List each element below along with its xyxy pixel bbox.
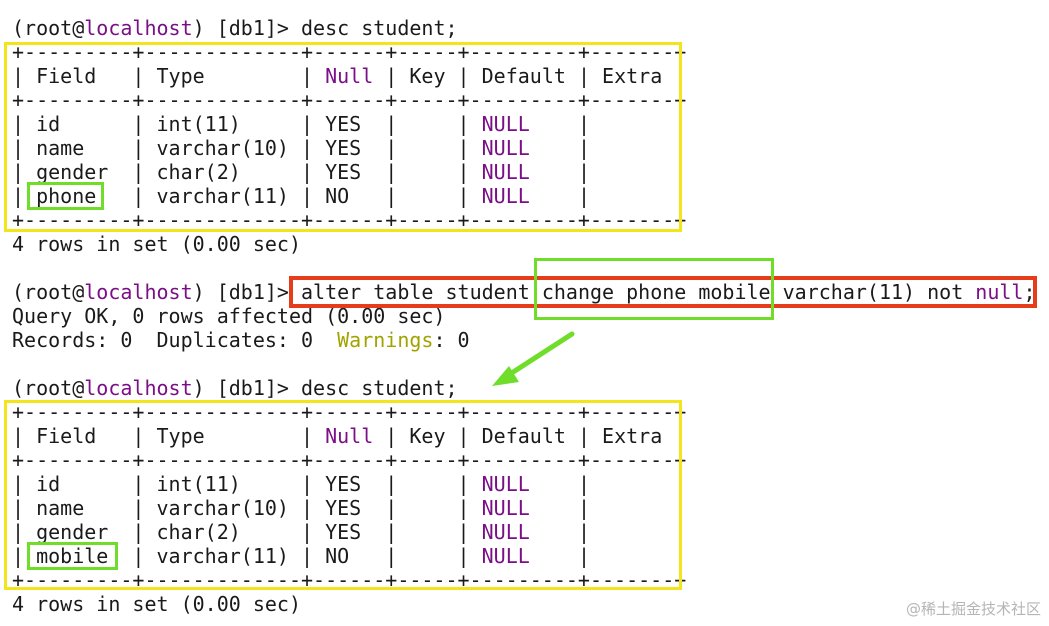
records-text: Records: 0 Duplicates: 0 xyxy=(12,328,338,352)
command-terminator: ; xyxy=(1023,280,1036,304)
table-row: | id | int(11) | YES | | NULL | | xyxy=(12,472,686,496)
header-null: Null xyxy=(325,424,374,448)
default-value: NULL xyxy=(481,544,530,568)
row-cells: | mobile | varchar(11) | NO | | xyxy=(12,544,482,568)
header-rest: | Key | Default | Extra | xyxy=(373,64,687,88)
default-value: NULL xyxy=(481,496,530,520)
default-value: NULL xyxy=(481,184,530,208)
prompt-line-1: (root@localhost) [db1]> desc student; xyxy=(12,16,458,40)
default-value: NULL xyxy=(481,520,530,544)
row-cells: | id | int(11) | YES | | xyxy=(12,112,482,136)
prompt-line-2: (root@localhost) [db1]> alter table stud… xyxy=(12,280,1036,304)
prompt-close: ) [db1]> xyxy=(192,16,301,40)
table-row: | gender | char(2) | YES | | NULL | | xyxy=(12,520,686,544)
warnings-label: Warnings xyxy=(337,328,434,352)
row-end: | | xyxy=(529,112,687,136)
table-border-bottom: +---------+-------------+------+-----+--… xyxy=(12,568,687,592)
table-row: | name | varchar(10) | YES | | NULL | | xyxy=(12,136,686,160)
prompt-line-3: (root@localhost) [db1]> desc student; xyxy=(12,376,458,400)
default-value: NULL xyxy=(481,472,530,496)
row-end: | | xyxy=(529,184,687,208)
row-end: | | xyxy=(529,136,687,160)
desc-command: desc student; xyxy=(301,376,458,400)
prompt-host: localhost xyxy=(84,16,193,40)
table-border-bottom: +---------+-------------+------+-----+--… xyxy=(12,208,687,232)
prompt-open: (root@ xyxy=(12,376,85,400)
prompt-host: localhost xyxy=(84,280,193,304)
query-ok-line: Query OK, 0 rows affected (0.00 sec) xyxy=(12,304,446,328)
table-row: | gender | char(2) | YES | | NULL | | xyxy=(12,160,686,184)
prompt-open: (root@ xyxy=(12,16,85,40)
desc-command: desc student; xyxy=(301,16,458,40)
table-header: | Field | Type | Null | Key | Default | … xyxy=(12,64,686,88)
prompt-open: (root@ xyxy=(12,280,85,304)
records-line: Records: 0 Duplicates: 0 Warnings: 0 xyxy=(12,328,470,352)
alter-command: alter table student change phone mobile … xyxy=(301,280,976,304)
table-border-top: +---------+-------------+------+-----+--… xyxy=(12,40,687,64)
row-end: | | xyxy=(529,160,687,184)
table-border-mid: +---------+-------------+------+-----+--… xyxy=(12,88,687,112)
table-row: | mobile | varchar(11) | NO | | NULL | | xyxy=(12,544,686,568)
row-cells: | name | varchar(10) | YES | | xyxy=(12,136,482,160)
prompt-close: ) [db1]> xyxy=(192,280,301,304)
watermark: @稀土掘金技术社区 xyxy=(905,600,1041,618)
prompt-host: localhost xyxy=(84,376,193,400)
header-rest: | Key | Default | Extra | xyxy=(373,424,687,448)
header-null: Null xyxy=(325,64,374,88)
row-cells: | name | varchar(10) | YES | | xyxy=(12,496,482,520)
table-header: | Field | Type | Null | Key | Default | … xyxy=(12,424,686,448)
row-cells: | gender | char(2) | YES | | xyxy=(12,160,482,184)
header-cols: | Field | Type | xyxy=(12,424,326,448)
table-border-mid: +---------+-------------+------+-----+--… xyxy=(12,448,687,472)
header-cols: | Field | Type | xyxy=(12,64,326,88)
rows-in-set-2: 4 rows in set (0.00 sec) xyxy=(12,592,301,616)
null-keyword: null xyxy=(975,280,1024,304)
row-end: | | xyxy=(529,496,687,520)
row-cells: | id | int(11) | YES | | xyxy=(12,472,482,496)
table-border-top: +---------+-------------+------+-----+--… xyxy=(12,400,687,424)
table-row: | phone | varchar(11) | NO | | NULL | | xyxy=(12,184,686,208)
default-value: NULL xyxy=(481,160,530,184)
table-row: | id | int(11) | YES | | NULL | | xyxy=(12,112,686,136)
warnings-count: : 0 xyxy=(433,328,470,352)
default-value: NULL xyxy=(481,136,530,160)
row-cells: | phone | varchar(11) | NO | | xyxy=(12,184,482,208)
default-value: NULL xyxy=(481,112,530,136)
row-end: | | xyxy=(529,520,687,544)
table-row: | name | varchar(10) | YES | | NULL | | xyxy=(12,496,686,520)
row-cells: | gender | char(2) | YES | | xyxy=(12,520,482,544)
prompt-close: ) [db1]> xyxy=(192,376,301,400)
row-end: | | xyxy=(529,544,687,568)
rows-in-set-1: 4 rows in set (0.00 sec) xyxy=(12,232,301,256)
row-end: | | xyxy=(529,472,687,496)
